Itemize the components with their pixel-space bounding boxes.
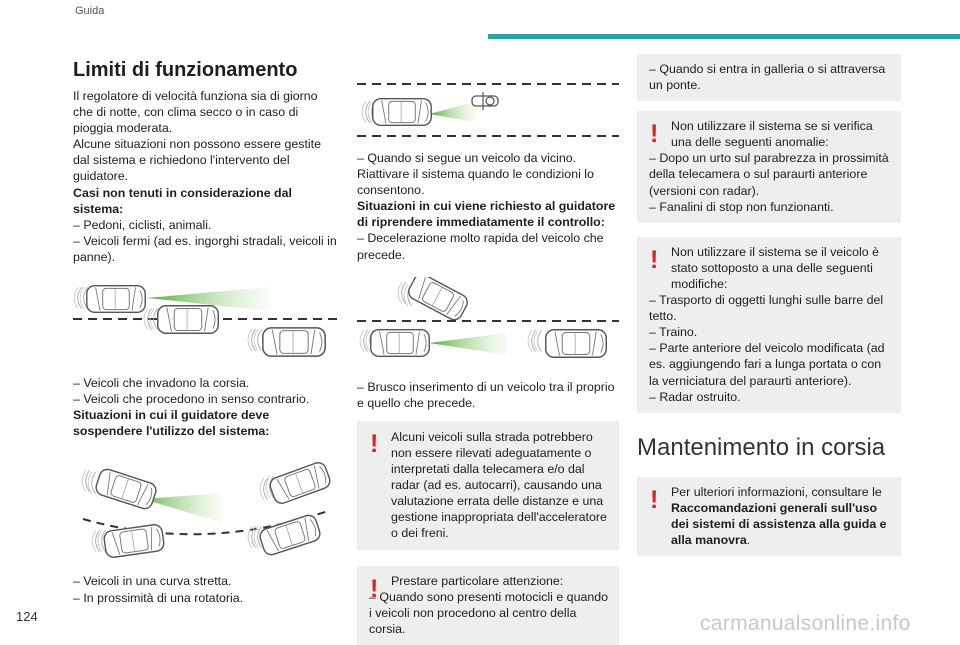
list-item: – Brusco inserimento di un veicolo tra i… (357, 379, 615, 410)
column-2: – Quando si segue un veicolo da vicino. … (357, 80, 619, 645)
merging-car (156, 305, 220, 335)
list-item: – Dopo un urto sul parabrezza in prossim… (649, 151, 889, 198)
cutting-in-car (405, 276, 471, 323)
list-item: – Parte anteriore del veicolo modificata… (649, 341, 885, 388)
illustration-cut-in (357, 276, 619, 358)
column-3: – Quando si entra in galleria o si attra… (637, 54, 901, 557)
subheading: Situazioni in cui il guidatore deve sosp… (73, 408, 270, 439)
warning-text-plain: Per ulteriori informazioni, consultare l… (671, 484, 882, 499)
section-title: Limiti di funzionamento (73, 59, 298, 81)
illustration-following-close (357, 83, 619, 137)
ghost-trail (73, 286, 89, 310)
list-item: – Veicoli che procedono in senso contrar… (73, 392, 310, 407)
warning-box: ! Non utilizzare il sistema se si verifi… (637, 111, 901, 223)
info-box: – Quando si entra in galleria o si attra… (637, 54, 901, 102)
curve-car (102, 523, 166, 560)
curve-car (257, 513, 323, 558)
warning-exclamation-icon: ! (650, 485, 659, 514)
cross-reference: Raccomandazioni generali sull'uso dei si… (671, 500, 887, 547)
column-1: Limiti di funzionamento Il regolatore di… (73, 58, 338, 606)
warning-text: Per ulteriori informazioni, consultare l… (649, 484, 891, 548)
list-item: – In prossimità di una rotatoria. (73, 590, 244, 605)
list-item: – Veicoli in una curva stretta. (73, 574, 232, 589)
illustration-lane-invasion (73, 285, 338, 357)
list-item: – Fanalini di stop non funzionanti. (649, 199, 834, 214)
paragraph: Il regolatore di velocità funziona sia d… (73, 89, 318, 136)
watermark: carmanualsonline.info (700, 612, 911, 635)
warning-box: ! Non utilizzare il sistema se il veicol… (637, 236, 901, 413)
own-car (370, 328, 430, 357)
section-title: Mantenimento in corsia (637, 433, 886, 461)
list-item: – Trasporto di oggetti lunghi sulle barr… (649, 293, 884, 324)
list-item: – Decelerazione molto rapida del veicolo… (357, 231, 604, 262)
warning-box: ! Alcuni veicoli sulla strada potrebbero… (357, 420, 619, 550)
leading-car (544, 328, 608, 358)
warning-text: – Quando sono presenti motocicli e quand… (369, 589, 609, 636)
warning-title: Prestare particolare attenzione: (391, 573, 564, 588)
motorcycle-illustration (471, 92, 499, 110)
subheading: Situazioni in cui viene richiesto al gui… (357, 199, 616, 230)
warning-box: ! Prestare particolare attenzione: – Qua… (357, 565, 619, 645)
warning-exclamation-icon: ! (370, 574, 379, 603)
warning-exclamation-icon: ! (370, 429, 379, 458)
warning-exclamation-icon: ! (650, 120, 659, 149)
warning-exclamation-icon: ! (650, 245, 659, 274)
warning-box: ! Per ulteriori informazioni, consultare… (637, 476, 901, 557)
own-car (372, 98, 432, 126)
list-item: – Veicoli che invadono la corsia. (73, 376, 250, 391)
warning-text: Alcuni veicoli sulla strada potrebbero n… (391, 429, 607, 541)
curve-car (267, 460, 333, 507)
warning-title: Non utilizzare il sistema se il veicolo … (671, 244, 879, 291)
own-car (93, 467, 159, 512)
page-number: 124 (16, 609, 38, 624)
paragraph: Riattivare il sistema quando le condizio… (357, 167, 594, 198)
list-item: – Veicoli fermi (ad es. ingorghi stradal… (73, 233, 337, 264)
header-accent-bar (488, 34, 960, 39)
own-car (86, 285, 146, 314)
warning-title: Non utilizzare il sistema se si verifica… (671, 119, 873, 150)
paragraph: Alcune situazioni non possono essere ges… (73, 137, 321, 184)
list-item: – Radar ostruito. (649, 389, 741, 404)
punctuation: . (746, 532, 751, 547)
illustration-tight-curve (81, 460, 333, 560)
list-item: – Traino. (649, 325, 698, 340)
subheading: Casi non tenuti in considerazione dal si… (73, 185, 292, 216)
list-item: – Quando si segue un veicolo da vicino. (357, 151, 577, 165)
running-header: Guida (75, 5, 105, 17)
list-item: – Pedoni, ciclisti, animali. (73, 217, 212, 232)
oncoming-car (262, 327, 326, 357)
list-item: – Quando si entra in galleria o si attra… (649, 62, 886, 93)
